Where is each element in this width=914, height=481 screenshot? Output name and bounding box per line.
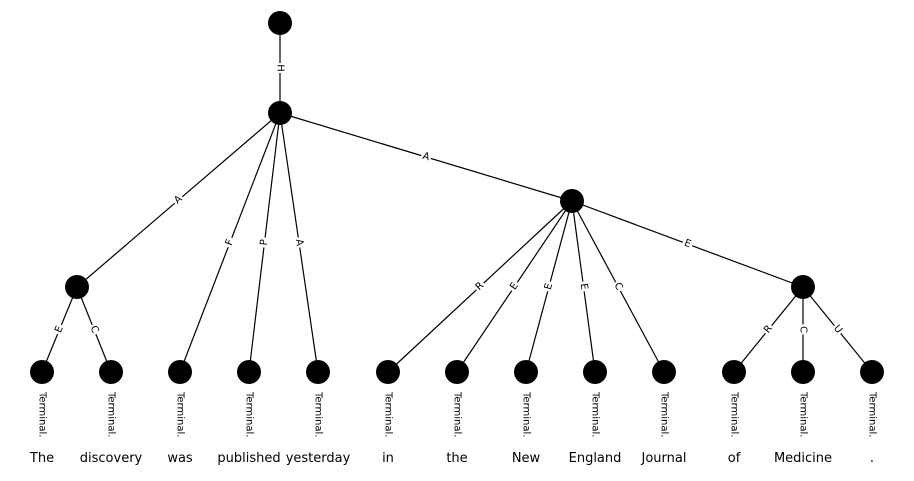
edge-label-background bbox=[292, 236, 306, 249]
edge-label-background bbox=[52, 322, 67, 337]
edge-label: U bbox=[831, 323, 844, 336]
edge-label: E bbox=[508, 281, 521, 292]
terminal-tag: Terminal. bbox=[729, 391, 740, 437]
edge-label: E bbox=[543, 282, 555, 291]
node-n_njm bbox=[791, 275, 815, 299]
edge-label: E bbox=[578, 283, 590, 291]
edge-label: P bbox=[259, 239, 271, 246]
terminal-tag: Terminal. bbox=[313, 391, 324, 437]
edge-label: R bbox=[762, 323, 775, 335]
edge-label-group: C bbox=[797, 324, 809, 335]
node-t_new bbox=[514, 360, 538, 384]
edge-label-group: C bbox=[610, 279, 626, 294]
terminal-word: The bbox=[29, 451, 54, 466]
edge-label-background bbox=[576, 280, 591, 293]
terminal-word: in bbox=[382, 451, 394, 466]
terminal-tag: Terminal. bbox=[867, 391, 878, 437]
edge-label-group: E bbox=[680, 236, 695, 252]
edge-label-group: A bbox=[292, 236, 306, 249]
terminal-word: of bbox=[728, 451, 741, 466]
terminal-word: England bbox=[569, 451, 622, 466]
nodes-layer bbox=[30, 11, 884, 384]
node-t_was bbox=[168, 360, 192, 384]
edges-layer bbox=[41, 23, 873, 373]
node-t_discovery bbox=[99, 360, 123, 384]
edge-label-background bbox=[541, 280, 557, 293]
edge-labels-layer: H A F P A A E C R E E E C E R C U bbox=[52, 63, 846, 338]
node-n_pp bbox=[560, 189, 584, 213]
terminals-layer: Terminal. The Terminal. discovery Terminal. w… bbox=[29, 391, 878, 466]
terminal-tag: Terminal. bbox=[798, 391, 809, 437]
edge-label: H bbox=[275, 64, 286, 72]
terminal-word: New bbox=[512, 451, 541, 466]
edge-label-group: P bbox=[257, 236, 272, 249]
terminal-word: Medicine bbox=[774, 451, 832, 466]
edge-label-background bbox=[170, 192, 187, 208]
edge-label-background bbox=[274, 63, 286, 73]
node-t_of bbox=[722, 360, 746, 384]
terminal-tag: Terminal. bbox=[590, 391, 601, 437]
terminal-tag: Terminal. bbox=[106, 391, 117, 437]
terminal-word: Journal bbox=[641, 451, 687, 466]
terminal-word: discovery bbox=[80, 451, 143, 466]
edge-label: A bbox=[421, 151, 431, 164]
edge-label: F bbox=[224, 238, 236, 248]
edge-label-group: R bbox=[760, 321, 777, 338]
edge-label: C bbox=[88, 324, 101, 335]
node-t_the2 bbox=[445, 360, 469, 384]
terminal-word: was bbox=[167, 451, 193, 466]
edge-label-background bbox=[610, 279, 626, 294]
edge-label-background bbox=[257, 236, 272, 249]
edge-label-group: E bbox=[506, 279, 523, 294]
terminal-tag: Terminal. bbox=[659, 391, 670, 437]
terminal-tag: Terminal. bbox=[37, 391, 48, 437]
edge-label-background bbox=[472, 278, 488, 295]
edge-label-background bbox=[506, 279, 523, 294]
edge-label-group: E bbox=[576, 280, 591, 293]
edge-label-background bbox=[222, 235, 238, 250]
node-t_medicine bbox=[791, 360, 815, 384]
edge-label: C bbox=[798, 326, 809, 333]
terminal-tag: Terminal. bbox=[175, 391, 186, 437]
terminal-tag: Terminal. bbox=[452, 391, 463, 437]
edge-label-background bbox=[680, 236, 695, 252]
edge-label-background bbox=[829, 321, 846, 338]
node-t_yesterday bbox=[306, 360, 330, 384]
edge-label-background bbox=[419, 149, 433, 165]
edge-label-group: A bbox=[419, 149, 433, 165]
terminal-tag: Terminal. bbox=[244, 391, 255, 437]
edge-label-background bbox=[86, 322, 102, 337]
terminal-word: . bbox=[870, 451, 874, 466]
edge-label: E bbox=[53, 324, 66, 334]
node-n1 bbox=[268, 101, 292, 125]
edge-label-group: H bbox=[274, 63, 286, 73]
edge-label: E bbox=[683, 238, 693, 251]
node-t_journal bbox=[652, 360, 676, 384]
edge-label-group: R bbox=[472, 278, 488, 295]
terminal-tag: Terminal. bbox=[383, 391, 394, 437]
edge-label-group: U bbox=[829, 321, 846, 338]
node-root bbox=[268, 11, 292, 35]
edge-label-background bbox=[760, 321, 777, 338]
edge-label-group: A bbox=[170, 192, 187, 208]
node-t_england bbox=[583, 360, 607, 384]
edge-label-background bbox=[797, 324, 809, 335]
node-t_period bbox=[860, 360, 884, 384]
terminal-word: published bbox=[217, 451, 280, 466]
edge-label: C bbox=[612, 281, 625, 292]
edge-label-group: E bbox=[541, 280, 557, 293]
terminal-word: the bbox=[446, 451, 467, 466]
edge-label-group: C bbox=[86, 322, 102, 337]
node-n_the_discovery bbox=[65, 275, 89, 299]
terminal-tag: Terminal. bbox=[521, 391, 532, 437]
terminal-word: yesterday bbox=[286, 451, 351, 466]
edge-label-group: E bbox=[52, 322, 67, 337]
node-t_in bbox=[376, 360, 400, 384]
node-t_published bbox=[237, 360, 261, 384]
node-t_the bbox=[30, 360, 54, 384]
edge-label: A bbox=[293, 238, 305, 247]
edge-label-group: F bbox=[222, 235, 238, 250]
